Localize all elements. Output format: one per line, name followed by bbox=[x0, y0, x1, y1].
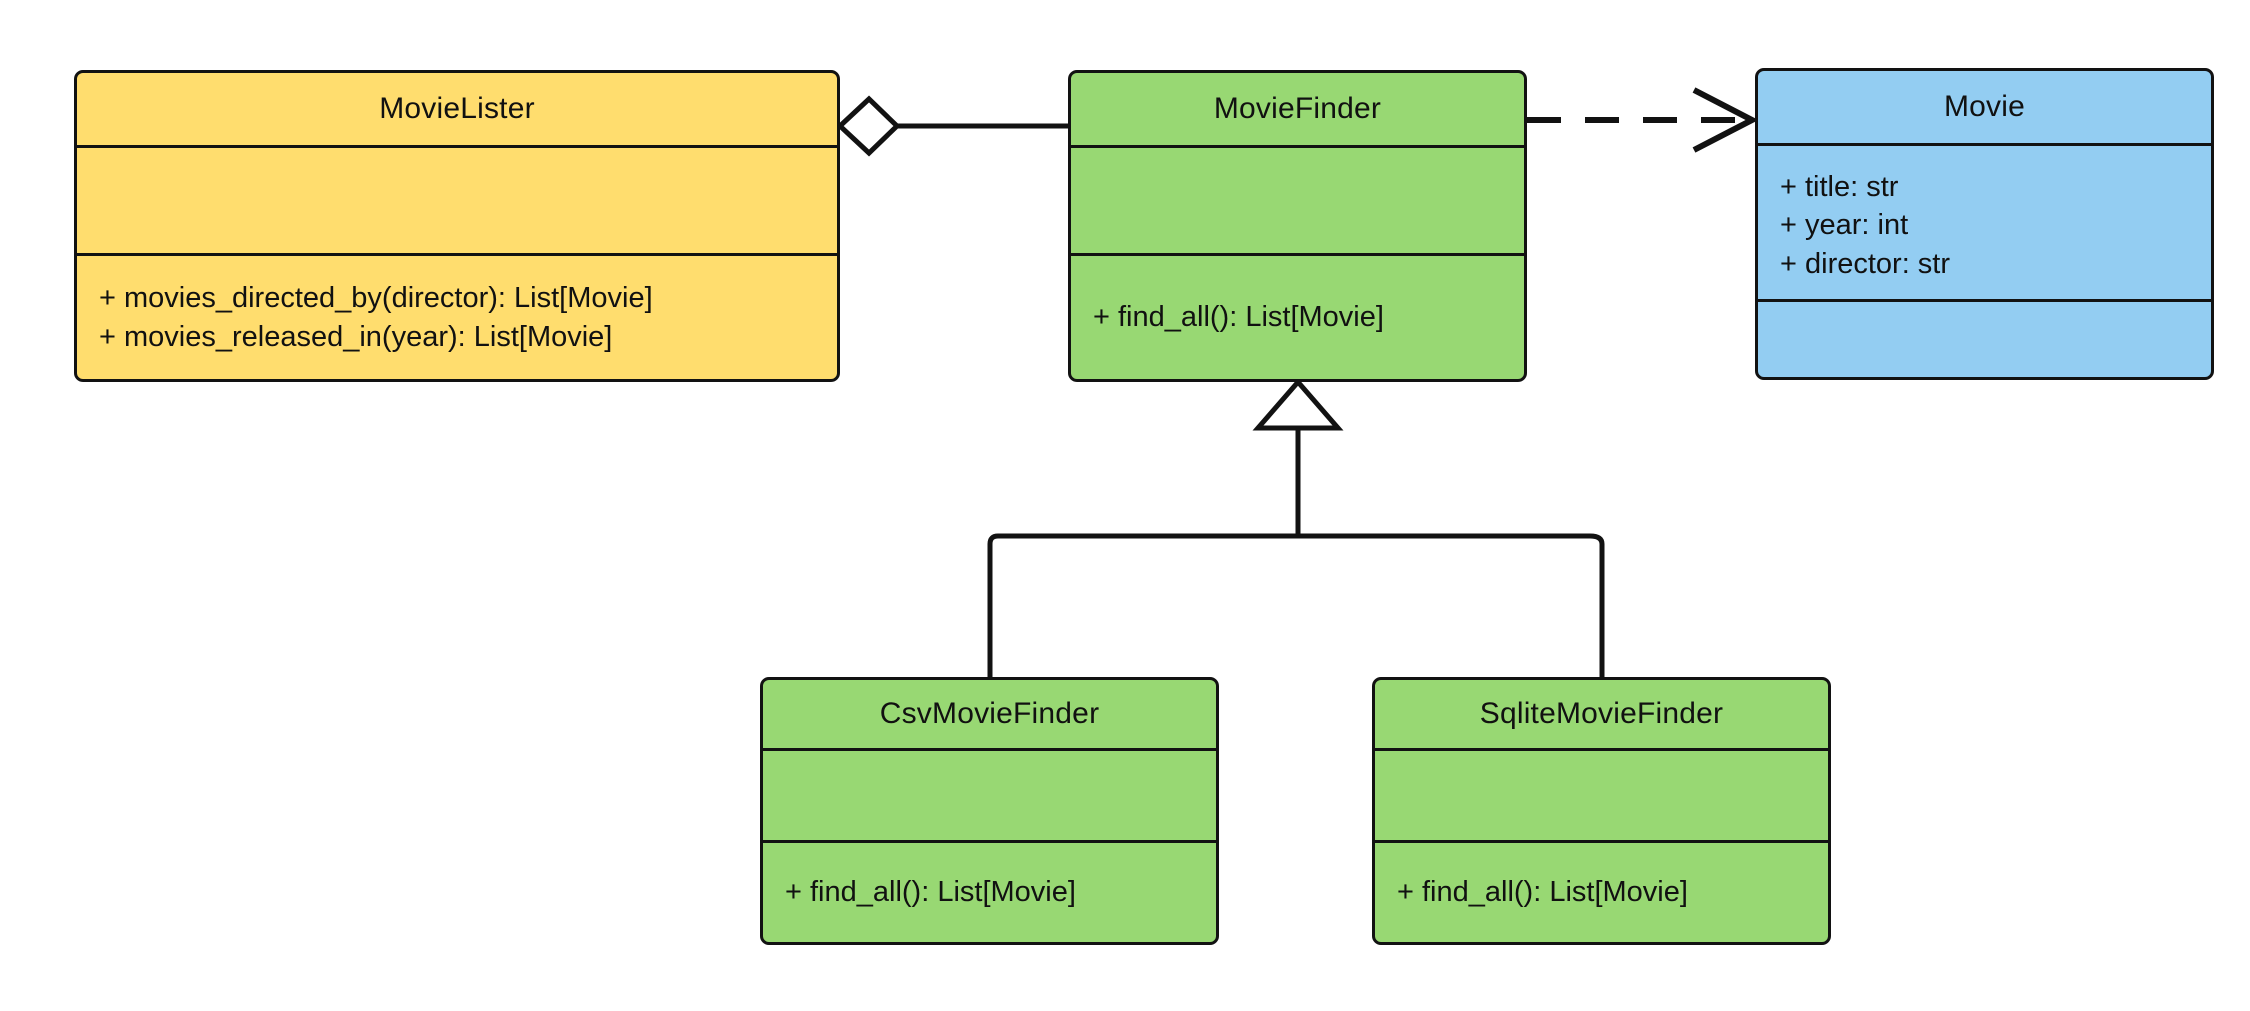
operations-compartment-sqlitemoviefinder: + find_all(): List[Movie] bbox=[1375, 840, 1828, 942]
class-box-movie[interactable]: Movie + title: str + year: int + directo… bbox=[1755, 68, 2214, 380]
attributes-compartment-csvmoviefinder bbox=[763, 748, 1216, 840]
operations-compartment-csvmoviefinder: + find_all(): List[Movie] bbox=[763, 840, 1216, 942]
class-name-sqlitemoviefinder: SqliteMovieFinder bbox=[1479, 697, 1724, 730]
operations-compartment-moviefinder: + find_all(): List[Movie] bbox=[1071, 253, 1524, 379]
class-box-csvmoviefinder[interactable]: CsvMovieFinder + find_all(): List[Movie] bbox=[760, 677, 1219, 945]
hollow-triangle-marker bbox=[1252, 378, 1344, 431]
operation-item: + find_all(): List[Movie] bbox=[1397, 876, 1688, 909]
attribute-item: + director: str bbox=[1780, 247, 1951, 280]
open-arrow-marker bbox=[1692, 87, 1759, 153]
attributes-compartment-sqlitemoviefinder bbox=[1375, 748, 1828, 840]
attribute-item: + year: int bbox=[1780, 209, 1909, 242]
class-name-movie: Movie bbox=[1943, 90, 2026, 123]
operation-item: + find_all(): List[Movie] bbox=[1093, 301, 1384, 334]
attribute-item: + title: str bbox=[1780, 170, 1899, 203]
attributes-compartment-movie: + title: str + year: int + director: str bbox=[1758, 143, 2211, 299]
operation-item: + find_all(): List[Movie] bbox=[785, 876, 1076, 909]
class-name-movielister: MovieLister bbox=[379, 92, 535, 125]
operation-item: + movies_released_in(year): List[Movie] bbox=[99, 320, 613, 353]
operations-compartment-movielister: + movies_directed_by(director): List[Mov… bbox=[77, 253, 837, 379]
attributes-compartment-moviefinder bbox=[1071, 145, 1524, 253]
dependency-edge bbox=[1527, 87, 1759, 153]
operations-compartment-movie bbox=[1758, 299, 2211, 377]
hollow-diamond-marker bbox=[836, 95, 901, 157]
attributes-compartment-movielister bbox=[77, 145, 837, 253]
class-name-moviefinder: MovieFinder bbox=[1213, 92, 1382, 125]
aggregation-edge bbox=[836, 95, 1068, 157]
generalization-edges bbox=[987, 378, 1605, 677]
class-box-movielister[interactable]: MovieLister + movies_directed_by(directo… bbox=[74, 70, 840, 382]
class-box-moviefinder[interactable]: MovieFinder + find_all(): List[Movie] bbox=[1068, 70, 1527, 382]
class-name-csvmoviefinder: CsvMovieFinder bbox=[879, 697, 1100, 730]
operation-item: + movies_directed_by(director): List[Mov… bbox=[99, 281, 653, 314]
class-box-sqlitemoviefinder[interactable]: SqliteMovieFinder + find_all(): List[Mov… bbox=[1372, 677, 1831, 945]
